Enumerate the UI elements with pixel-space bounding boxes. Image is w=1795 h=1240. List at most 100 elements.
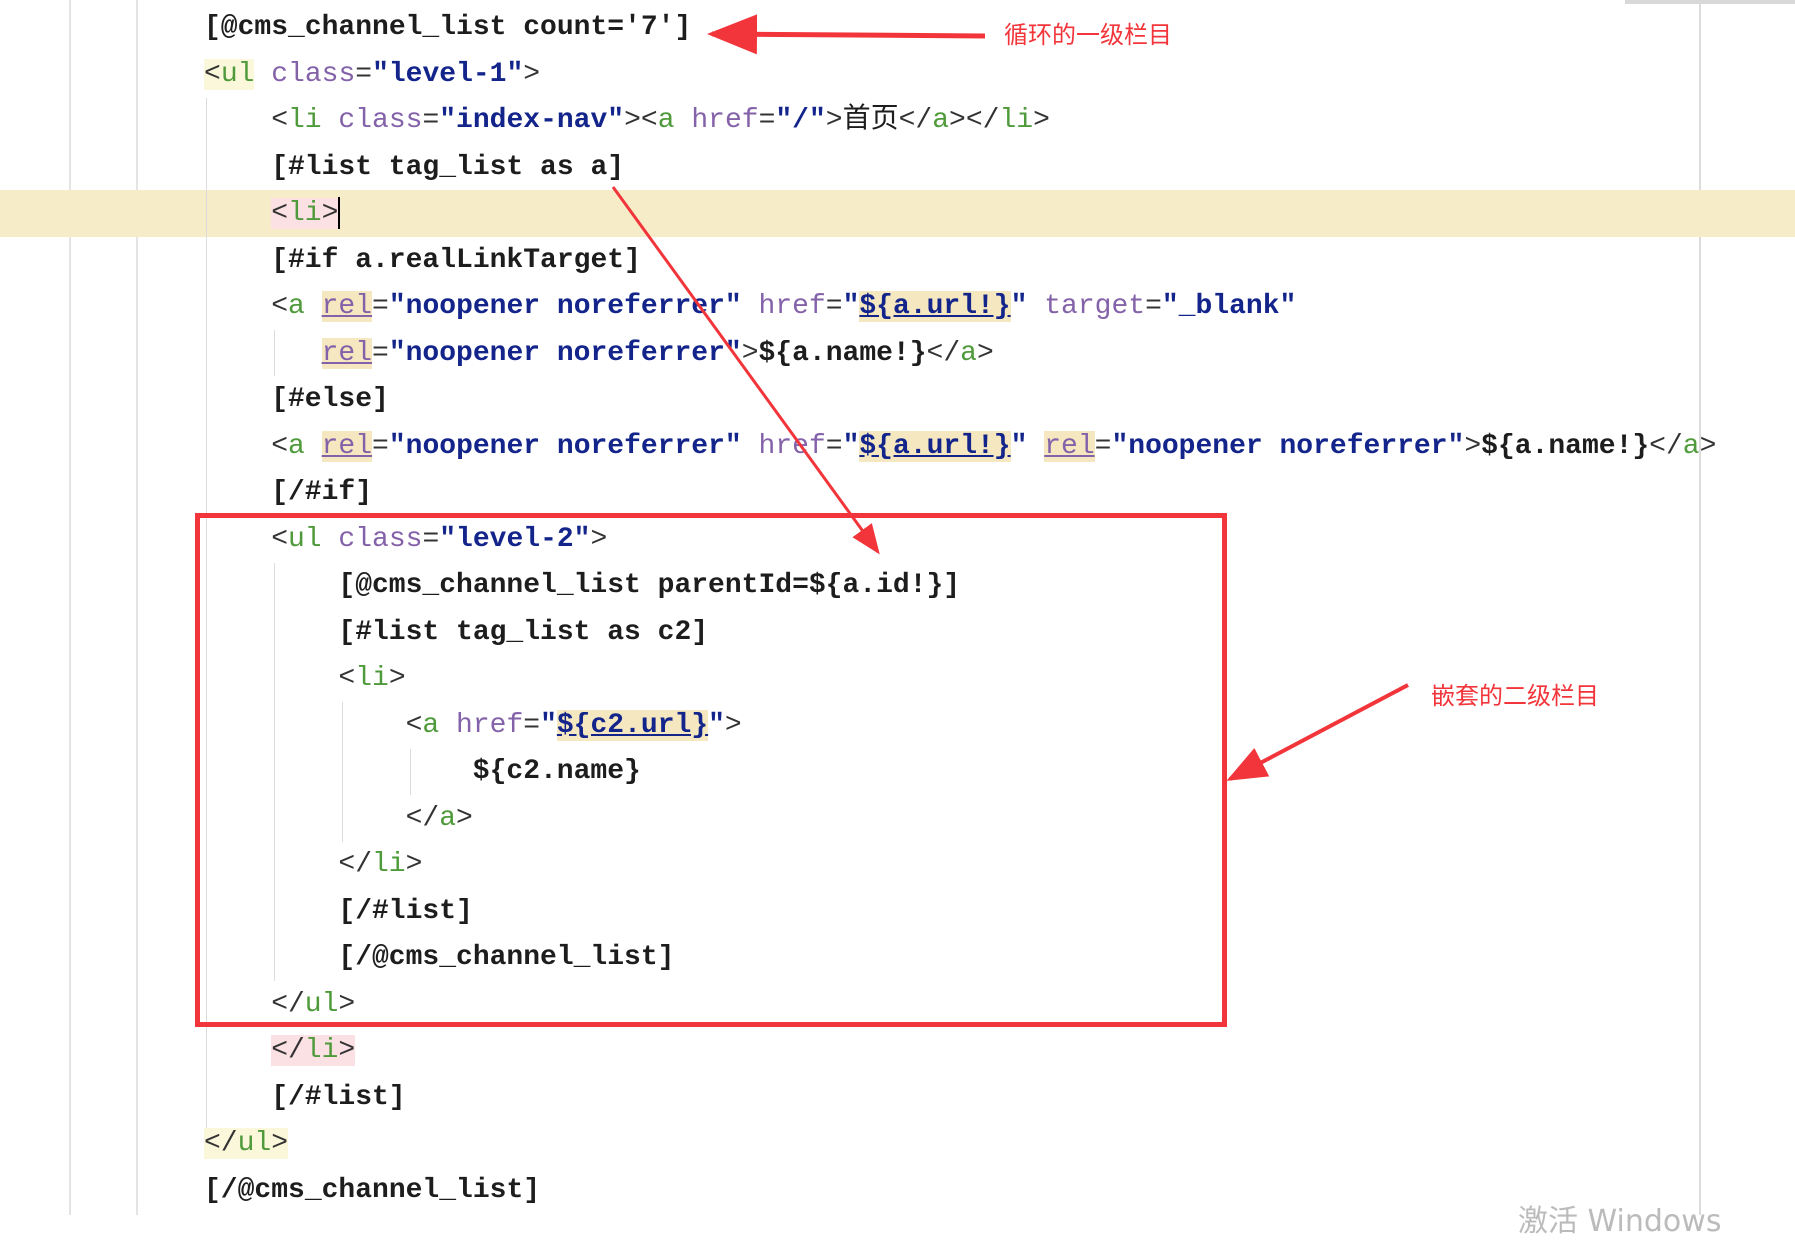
token-punct: > <box>338 1035 356 1066</box>
annotation-arrows <box>611 14 1409 781</box>
token-punct: < <box>271 198 288 229</box>
gutter-line <box>69 0 71 1215</box>
token-punct: < <box>204 58 221 90</box>
token-punct: < <box>271 291 288 322</box>
token-punct: </ <box>204 1128 238 1159</box>
code-line[interactable]: <ul class="level-1"> <box>204 52 540 99</box>
token-attr: class <box>271 58 356 90</box>
code-line[interactable]: [#else] <box>271 377 389 424</box>
token-punct: </ <box>338 849 372 880</box>
code-line[interactable]: <li class="index-nav"><a href="/">首页</a>… <box>271 98 1050 145</box>
token-tag: li <box>372 849 406 880</box>
token-str: "_blank" <box>1161 291 1297 322</box>
token-tag: li <box>355 663 389 694</box>
code-line[interactable]: </li> <box>338 842 422 889</box>
code-line[interactable]: [@cms_channel_list count='7'] <box>204 5 691 52</box>
code-line[interactable]: ${c2.name} <box>473 749 641 796</box>
token-attr: href <box>456 709 524 741</box>
indent-guide <box>274 563 275 981</box>
token-dir: [#list tag_list as a] <box>271 151 625 183</box>
code-line[interactable]: rel="noopener noreferrer">${a.name!}</a> <box>321 331 994 378</box>
code-line[interactable]: <li> <box>271 191 341 238</box>
token-punct: = <box>372 430 389 462</box>
code-line[interactable]: <a rel="noopener noreferrer" href="${a.u… <box>271 284 1296 331</box>
token-punct: = <box>372 337 389 369</box>
right-margin-line <box>1699 0 1701 1215</box>
token-str: "noopener noreferrer" <box>1111 430 1465 462</box>
code-line[interactable]: [/#list] <box>271 1075 405 1122</box>
token-dir: [@cms_channel_list count='7'] <box>204 12 692 43</box>
scrollbar[interactable] <box>1625 0 1795 4</box>
token-punct: > <box>976 337 994 369</box>
token-punct: = <box>1094 430 1112 462</box>
arrow-cross <box>611 186 880 555</box>
token-expr: ${c2.name} <box>472 756 641 787</box>
code-line[interactable]: <a href="${c2.url}"> <box>406 703 742 750</box>
indent-guide <box>410 749 411 795</box>
token-punct: > <box>590 523 608 555</box>
token-punct: = <box>422 105 440 136</box>
token-dir: [/#list] <box>338 895 473 927</box>
code-line[interactable]: [/#if] <box>271 470 372 517</box>
token-rel: rel <box>321 337 373 369</box>
indent-guide <box>274 330 275 376</box>
token-tag: a <box>960 337 977 369</box>
token-url: ${c2.url} <box>556 709 709 741</box>
token-str: "level-1" <box>372 58 524 90</box>
token-punct: < <box>271 105 288 136</box>
token-punct: = <box>422 523 440 555</box>
token-punct: </ <box>926 337 961 369</box>
token-tag: ul <box>288 523 322 555</box>
token-str: "/" <box>775 105 826 136</box>
token-str: "index-nav" <box>439 105 625 136</box>
token-punct: = <box>825 430 843 462</box>
token-punct: > <box>338 988 356 1020</box>
token-punct: = <box>355 58 373 90</box>
token-tag: li <box>288 198 322 229</box>
token-tag: ul <box>220 58 255 90</box>
gutter-line <box>136 0 138 1215</box>
code-line[interactable]: </li> <box>271 1028 356 1075</box>
code-line[interactable]: [/#list] <box>338 889 472 936</box>
token-punct: > <box>271 1128 289 1159</box>
indent-guide <box>206 98 207 1143</box>
token-str: "noopener noreferrer" <box>388 430 742 462</box>
token-punct: </ <box>898 105 933 136</box>
code-line[interactable]: </ul> <box>271 982 355 1029</box>
token-dir: [/@cms_channel_list] <box>338 942 675 973</box>
token-punct: < <box>405 709 423 741</box>
token-punct: = <box>758 105 776 136</box>
token-dir: [/#list] <box>271 1081 406 1113</box>
token-str: " <box>1010 291 1028 322</box>
code-line[interactable]: <a rel="noopener noreferrer" href="${a.u… <box>271 424 1716 471</box>
token-text: 首页 <box>842 105 899 136</box>
token-str: " <box>842 291 860 322</box>
code-line[interactable]: </a> <box>406 796 473 843</box>
code-line[interactable]: [@cms_channel_list parentId=${a.id!}] <box>338 563 960 610</box>
code-line[interactable]: [#list tag_list as a] <box>271 145 624 192</box>
token-dir: [#list tag_list as c2] <box>338 616 709 648</box>
code-line[interactable]: <li> <box>338 656 405 703</box>
token-rel: rel <box>321 291 373 322</box>
token-punct: > <box>321 198 339 229</box>
code-line[interactable]: </ul> <box>204 1121 289 1168</box>
code-line[interactable]: [/@cms_channel_list] <box>204 1168 540 1215</box>
token-tag: a <box>288 291 305 322</box>
token-punct: > <box>1699 430 1717 462</box>
token-punct: < <box>271 523 288 555</box>
token-punct: > <box>825 105 843 136</box>
token-punct: = <box>372 291 389 322</box>
token-str: " <box>1010 430 1028 462</box>
code-line[interactable]: [#list tag_list as c2] <box>338 610 708 657</box>
code-line[interactable]: [/@cms_channel_list] <box>338 935 674 982</box>
token-str: "noopener noreferrer" <box>388 291 742 322</box>
token-rel: rel <box>1044 430 1095 462</box>
token-punct: </ <box>405 802 440 834</box>
token-tag: ul <box>237 1128 272 1159</box>
token-punct: = <box>523 709 541 741</box>
code-line[interactable]: <ul class="level-2"> <box>271 517 607 564</box>
token-str: "noopener noreferrer" <box>388 337 742 369</box>
code-line[interactable]: [#if a.realLinkTarget] <box>271 238 641 285</box>
token-url: ${a.url!} <box>859 291 1011 322</box>
token-attr: href <box>758 291 826 322</box>
